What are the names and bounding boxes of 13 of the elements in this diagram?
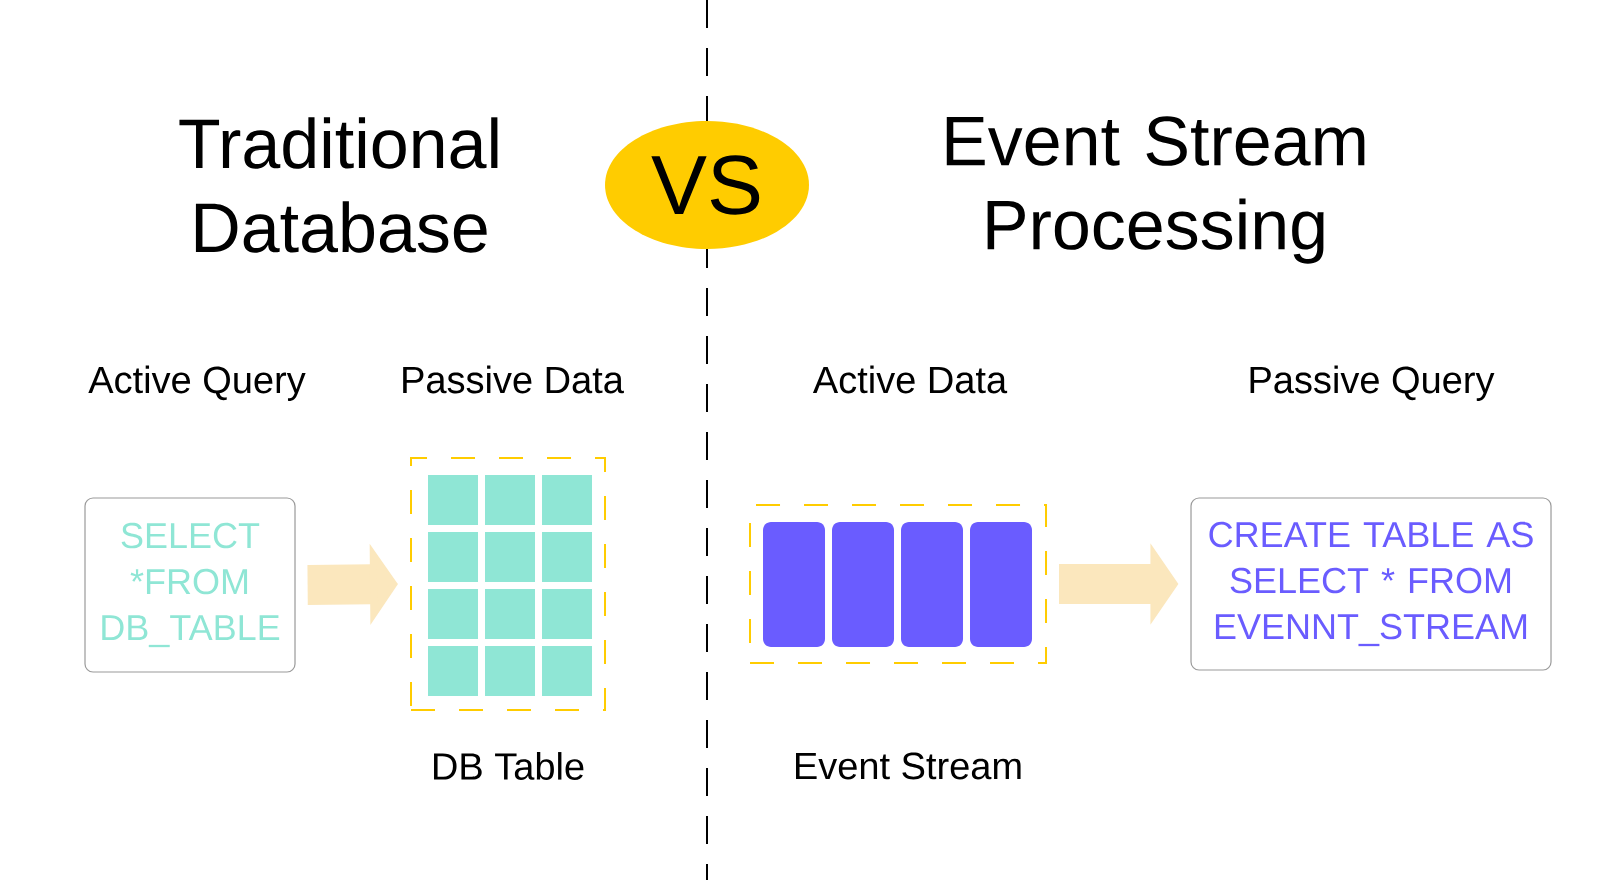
event-stream-drawing (749, 504, 1047, 664)
query-box: CREATE TABLE AS SELECT * FROM EVENNT_STREAM (1190, 497, 1552, 671)
heading: Event Stream Processing (946, 116, 1365, 264)
node-label: DB Table (434, 752, 584, 780)
column-label: Active Query (88, 365, 306, 401)
query-box: SELECT *FROM DB_TABLE (84, 497, 296, 673)
heading: Traditional Database (179, 117, 498, 253)
node-label: Event Stream (796, 752, 1021, 780)
column-label: Active Data (812, 365, 1008, 394)
column-label: Passive Query (1250, 365, 1495, 401)
column-label: Passive Data (403, 365, 624, 394)
vs-badge: VS (605, 121, 809, 249)
table-drawing (410, 457, 606, 711)
